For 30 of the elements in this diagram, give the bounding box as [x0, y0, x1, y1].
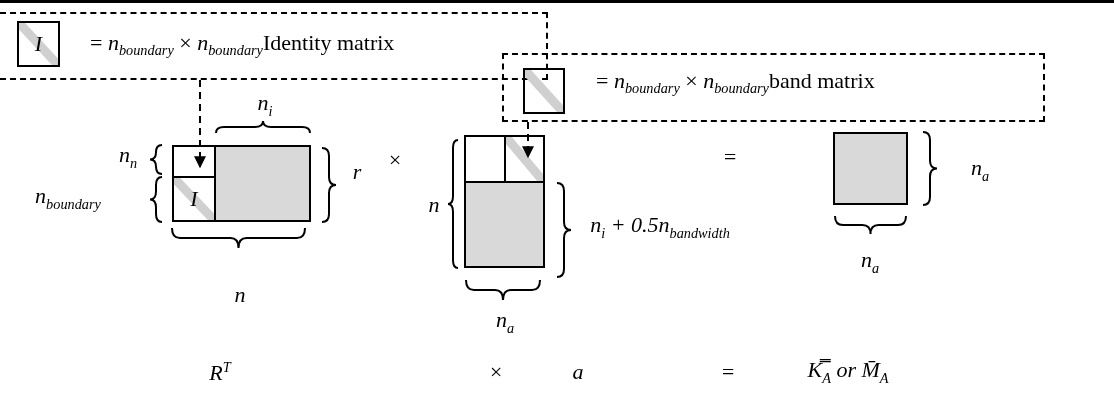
dimension-label: n$_{i}$ + 0.5n$_{bandwidth}$: [590, 214, 730, 240]
dashed-callout-box: [502, 53, 1045, 122]
dimension-label: n$_{a}$: [860, 249, 880, 275]
matrix-block: [833, 132, 908, 205]
dimension-label: n$_{boundary}$: [35, 185, 101, 211]
operator-sign: =: [722, 146, 738, 168]
operator-sign: =: [720, 361, 736, 383]
matrix-symbol: I: [190, 188, 198, 210]
matrix-block: [214, 145, 311, 222]
operator-sign: ×: [488, 361, 504, 383]
dimension-label: n: [428, 194, 440, 216]
operator-sign: ×: [387, 149, 403, 171]
dimension-label: n$_{n}$: [118, 144, 138, 170]
dashed-arrow: [194, 79, 206, 169]
matrix-definition: = n$_{boundary}$ × n$_{boundary}$Identity matrix: [90, 32, 395, 58]
matrix-name: a: [572, 361, 584, 383]
dimension-label: n$_{a}$: [970, 157, 990, 183]
dimension-label: n$_{i}$: [257, 92, 273, 118]
matrix-definition: = n$_{boundary}$ × n$_{boundary}$band matrix: [596, 70, 875, 96]
dimension-label: n: [234, 284, 246, 306]
matrix-symbol: I: [34, 33, 43, 55]
band-matrix-icon: [523, 68, 565, 114]
matrix-name: R$^{T}$: [209, 359, 231, 385]
dashed-arrow: [522, 121, 534, 159]
matrix-name: K̿$_{A}$ or M̄$_{A}$: [807, 359, 889, 385]
dimension-label: r: [352, 161, 362, 183]
dashed-callout-box: [0, 12, 548, 80]
matrix-block: [464, 181, 545, 268]
dimension-label: n$_{a}$: [495, 309, 515, 335]
identity-matrix-icon: [17, 21, 60, 67]
